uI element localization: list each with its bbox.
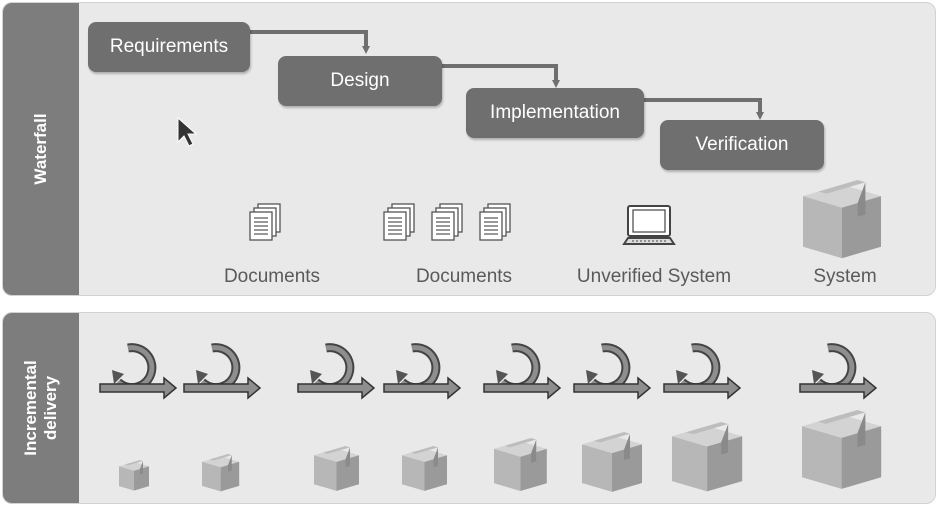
increment-box-icon — [672, 422, 743, 492]
stage-verification: Verification — [660, 120, 824, 170]
iteration-cycles — [100, 348, 876, 398]
document-stacks-icon — [384, 204, 510, 240]
incremental-panel: Incremental delivery — [2, 312, 936, 504]
incremental-side-bar: Incremental delivery — [3, 313, 79, 503]
computer-icon — [622, 205, 676, 245]
increment-box-icon — [402, 446, 447, 491]
stage-requirements: Requirements — [88, 22, 250, 72]
cycle-icon — [100, 348, 176, 398]
waterfall-connectors — [250, 30, 764, 120]
cycle-icon — [574, 348, 650, 398]
cycle-icon — [664, 348, 740, 398]
increment-box-icon — [202, 454, 240, 492]
deliverable-label: Documents — [223, 266, 321, 287]
increment-box-icon — [582, 432, 642, 492]
system-box-icon — [803, 180, 881, 259]
deliverable-label: Unverified System — [576, 266, 732, 287]
cycle-icon — [800, 348, 876, 398]
document-stack-icon — [250, 204, 280, 240]
connector-arrow — [440, 64, 560, 88]
stage-design: Design — [278, 56, 442, 106]
increment-box-icon — [802, 410, 882, 489]
cycle-icon — [184, 348, 260, 398]
increment-box-icon — [119, 460, 149, 491]
cycle-icon — [384, 348, 460, 398]
cycle-icon — [484, 348, 560, 398]
cursor-icon — [177, 116, 198, 147]
increment-box-icon — [494, 438, 547, 492]
stage-implementation: Implementation — [466, 88, 644, 138]
waterfall-side-bar: Waterfall — [3, 3, 79, 295]
deliverable-label: Documents — [415, 266, 513, 287]
increment-boxes — [119, 410, 882, 492]
cycle-icon — [298, 348, 374, 398]
connector-arrow — [642, 98, 764, 120]
increment-box-icon — [314, 446, 359, 491]
deliverable-label: System — [813, 266, 877, 287]
connector-arrow — [250, 30, 370, 54]
